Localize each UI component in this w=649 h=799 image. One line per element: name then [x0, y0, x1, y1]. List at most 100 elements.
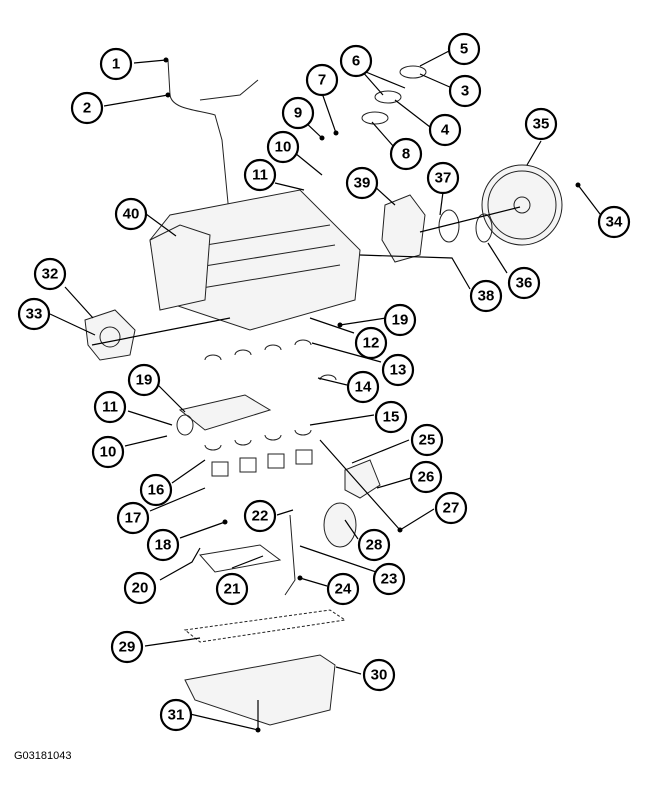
callout-9: 9 [281, 96, 315, 130]
upper-main-bearings [204, 339, 337, 381]
svg-text:36: 36 [516, 275, 533, 292]
svg-text:10: 10 [275, 139, 292, 156]
leader-endpoints [163, 57, 581, 733]
callout-19: 19 [383, 303, 417, 337]
callout-30: 30 [362, 658, 396, 692]
svg-text:6: 6 [352, 53, 360, 70]
svg-text:24: 24 [335, 581, 352, 598]
oil-pan-gasket [183, 609, 347, 643]
callout-39: 39 [345, 166, 379, 200]
callout-14: 14 [346, 370, 380, 404]
svg-text:7: 7 [318, 72, 326, 89]
svg-text:10: 10 [100, 444, 117, 461]
callout-4: 4 [428, 113, 462, 147]
callouts: 1 2 3 4 5 6 7 8 9 10 11 12 13 14 15 16 1… [17, 32, 631, 732]
front-cover [149, 224, 211, 311]
callout-27: 27 [434, 491, 468, 525]
svg-text:9: 9 [294, 105, 302, 122]
svg-text:25: 25 [419, 432, 436, 449]
callout-17: 17 [116, 501, 150, 535]
svg-text:34: 34 [606, 214, 623, 231]
svg-text:39: 39 [354, 175, 371, 192]
piston-ring-set [361, 111, 389, 125]
engine-parts-artwork [84, 59, 563, 726]
seal-ring-upper [399, 65, 427, 79]
callout-18: 18 [146, 528, 180, 562]
callout-29: 29 [110, 630, 144, 664]
svg-text:15: 15 [383, 409, 400, 426]
lower-main-bearings [204, 429, 312, 451]
callout-15: 15 [374, 400, 408, 434]
oil-pickup-tube [284, 514, 296, 596]
svg-text:35: 35 [533, 116, 550, 133]
callout-20: 20 [123, 571, 157, 605]
callout-34: 34 [597, 205, 631, 239]
svg-text:28: 28 [366, 537, 383, 554]
callout-6: 6 [339, 44, 373, 78]
water-pump [84, 309, 136, 361]
svg-text:23: 23 [381, 571, 398, 588]
main-bearing-caps [211, 449, 313, 477]
callout-12: 12 [354, 326, 388, 360]
svg-text:16: 16 [148, 482, 165, 499]
callout-2: 2 [70, 91, 104, 125]
callout-23: 23 [372, 562, 406, 596]
callout-19-lower: 19 [127, 363, 161, 397]
svg-text:13: 13 [390, 362, 407, 379]
callout-16: 16 [139, 473, 173, 507]
svg-text:18: 18 [155, 537, 172, 554]
svg-text:31: 31 [168, 707, 185, 724]
svg-text:37: 37 [435, 170, 452, 187]
svg-text:11: 11 [252, 167, 268, 184]
callout-22: 22 [243, 499, 277, 533]
svg-text:14: 14 [355, 379, 372, 396]
callout-10: 10 [266, 130, 300, 164]
callout-25: 25 [410, 423, 444, 457]
callout-37: 37 [426, 161, 460, 195]
flywheel-spacer [475, 213, 493, 243]
callout-32: 32 [33, 257, 67, 291]
svg-text:8: 8 [402, 146, 410, 163]
callout-36: 36 [507, 266, 541, 300]
svg-text:4: 4 [441, 122, 450, 139]
callout-5: 5 [447, 32, 481, 66]
svg-text:30: 30 [371, 667, 388, 684]
crankshaft [178, 394, 272, 431]
callout-35: 35 [524, 107, 558, 141]
svg-text:33: 33 [26, 306, 43, 323]
seal-ring-lower [374, 90, 402, 104]
svg-text:3: 3 [461, 83, 469, 100]
flywheel [481, 164, 563, 246]
rear-seal-retainer [381, 194, 426, 263]
svg-text:21: 21 [224, 581, 241, 598]
svg-text:19: 19 [136, 372, 153, 389]
svg-text:22: 22 [252, 508, 269, 525]
svg-text:12: 12 [363, 335, 380, 352]
oil-pump [344, 459, 381, 499]
callout-10-lower: 10 [91, 435, 125, 469]
svg-text:1: 1 [112, 56, 120, 73]
svg-text:27: 27 [443, 500, 460, 517]
svg-text:2: 2 [83, 100, 91, 117]
callout-8: 8 [389, 137, 423, 171]
callout-7: 7 [305, 63, 339, 97]
callout-40: 40 [114, 197, 148, 231]
svg-text:11: 11 [102, 399, 118, 416]
svg-text:32: 32 [42, 266, 59, 283]
svg-text:26: 26 [418, 469, 435, 486]
callout-21: 21 [215, 572, 249, 606]
callout-26: 26 [409, 460, 443, 494]
oil-filter [323, 502, 357, 548]
svg-text:17: 17 [125, 510, 142, 527]
callout-3: 3 [448, 74, 482, 108]
svg-text:38: 38 [478, 288, 495, 305]
callout-1: 1 [99, 47, 133, 81]
windage-tray [199, 544, 282, 573]
oil-pan [184, 654, 336, 726]
sensor-harness [199, 79, 259, 101]
svg-text:5: 5 [460, 41, 468, 58]
svg-text:20: 20 [132, 580, 149, 597]
callout-31: 31 [159, 698, 193, 732]
callout-38: 38 [469, 279, 503, 313]
